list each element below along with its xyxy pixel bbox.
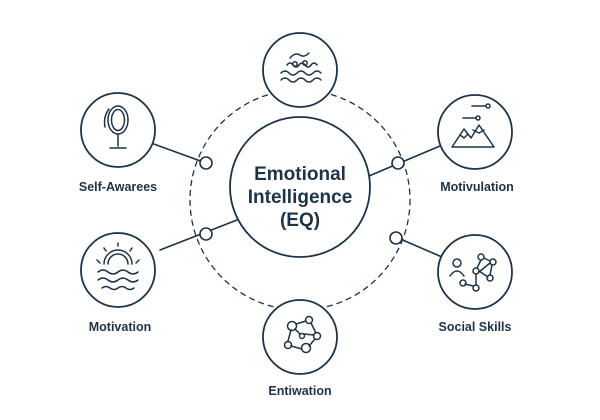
label-motivation: Motivation: [88, 320, 152, 334]
node-social-skills: [437, 234, 513, 310]
center-circle: [229, 116, 371, 258]
center-title-line-1: Emotional: [254, 164, 346, 185]
center-title-line-2: Intelligence: [247, 187, 353, 208]
hand-mirror-icon: [103, 105, 129, 149]
joint-dot: [389, 231, 403, 245]
joint-dot: [199, 227, 213, 241]
node-motivation: [80, 232, 156, 308]
label-motivulation: Motivulation: [440, 180, 514, 194]
connector-motivation: [159, 219, 238, 251]
joint-dot: [391, 156, 405, 170]
connector-social-skills: [397, 237, 443, 258]
node-top: [262, 32, 338, 108]
center-title: Emotional Intelligence (EQ): [230, 163, 370, 232]
connector-motivulation: [368, 145, 441, 177]
social-network-icon: [449, 253, 497, 292]
mountain-peaks-icon: [451, 103, 495, 148]
water-waves-icon: [280, 52, 322, 83]
label-self-awareness: Self-Awarees: [78, 180, 158, 194]
label-entiwation: Entiwation: [268, 384, 332, 398]
connector-self-awareness: [150, 142, 207, 164]
joint-dot: [199, 156, 213, 170]
center-title-line-3: (EQ): [279, 210, 321, 231]
molecule-network-icon: [283, 315, 322, 354]
label-social-skills: Social Skills: [438, 320, 512, 334]
rising-sun-waves-icon: [96, 242, 140, 291]
